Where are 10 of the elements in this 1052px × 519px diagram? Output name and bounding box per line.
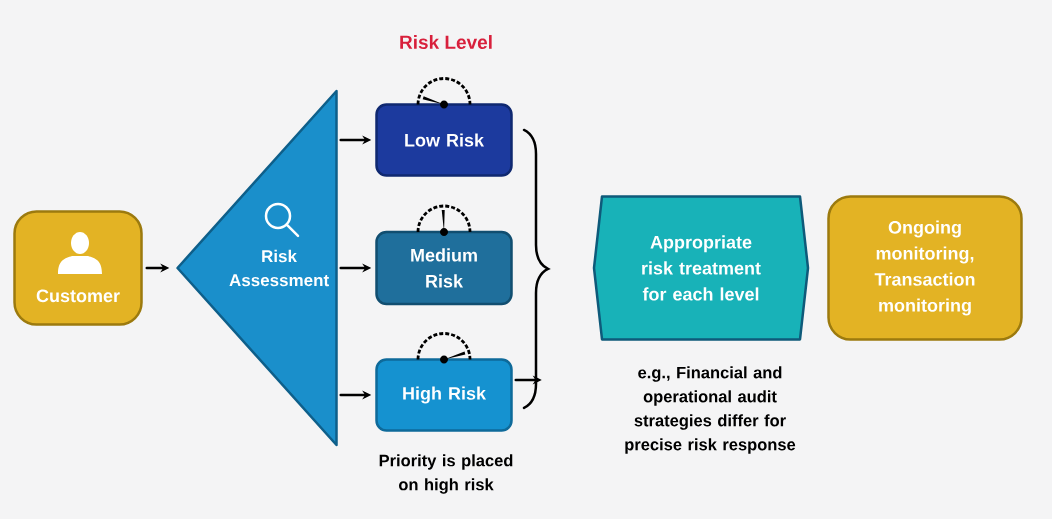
caption-text: Priority is placed on high risk bbox=[379, 454, 513, 494]
process-box: Low Risk bbox=[375, 103, 513, 177]
process-box: Ongoing monitoring, Transaction monitoring bbox=[827, 195, 1023, 341]
process-box: Medium Risk bbox=[375, 230, 513, 306]
process-box: High Risk bbox=[375, 358, 513, 432]
caption-text: e.g., Financial and operational audit strategies differ for precise risk response bbox=[625, 366, 796, 454]
hexagon-box: Appropriate risk treatment for each level bbox=[592, 195, 810, 341]
assessment-triangle: Risk Assessment bbox=[176, 89, 338, 447]
heading: Risk Level bbox=[400, 35, 492, 49]
process-box: Customer bbox=[13, 210, 143, 326]
